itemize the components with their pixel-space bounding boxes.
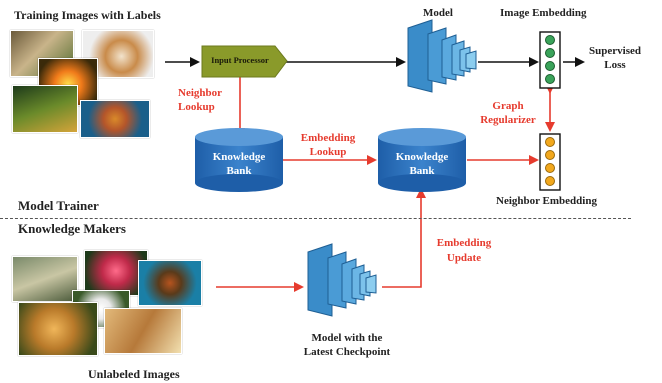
knowledge-makers-label: Knowledge Makers [18, 221, 126, 236]
graph-regularizer-line-1: Graph [492, 100, 524, 112]
embedding-lookup-line-2: Lookup [309, 146, 347, 158]
knowledge-bank-left-line-1: Knowledge [212, 151, 266, 163]
knowledge-bank-right-cylinder [378, 128, 466, 192]
latest-checkpoint-label: Model with the Latest Checkpoint [292, 331, 402, 359]
embedding-update-line-1: Embedding [436, 237, 492, 249]
training-images-title: Training Images with Labels [14, 8, 161, 22]
graph-regularizer-label: Graph Regularizer [470, 99, 546, 127]
embedding-lookup-line-1: Embedding [300, 132, 356, 144]
neighbor-lookup-label: Neighbor Lookup [178, 86, 222, 114]
latest-checkpoint-line-2: Latest Checkpoint [303, 346, 391, 358]
embedding-lookup-label: Embedding Lookup [288, 131, 368, 159]
neighbor-lookup-line-1: Neighbor [178, 87, 222, 99]
photo-forest [12, 85, 78, 133]
neighbor-lookup-line-2: Lookup [178, 101, 215, 113]
arrow-checkpoint-to-bank-right [382, 188, 426, 288]
input-processor-label: Input Processor [211, 55, 269, 65]
knowledge-bank-right: Knowledge Bank [378, 150, 466, 178]
photo-unlabeled-lion [18, 302, 98, 356]
section-divider [0, 218, 631, 219]
graph-regularizer-line-2: Regularizer [480, 114, 536, 126]
input-processor-shape [201, 45, 288, 78]
supervised-loss-line-1: Supervised [589, 45, 641, 57]
knowledge-bank-right-line-1: Knowledge [395, 151, 449, 163]
embedding-update-label: Embedding Update [428, 236, 500, 266]
embedding-update-line-2: Update [446, 252, 482, 264]
supervised-loss-label: Supervised Loss [584, 44, 646, 72]
photo-unlabeled-turtle [138, 260, 202, 306]
latest-checkpoint-line-1: Model with the [311, 332, 383, 344]
unlabeled-images-label: Unlabeled Images [88, 367, 180, 381]
supervised-loss-line-2: Loss [604, 59, 626, 71]
knowledge-bank-left-cylinder [195, 128, 283, 192]
photo-puppy [82, 30, 154, 78]
photo-turtle [80, 100, 150, 138]
photo-unlabeled-forest [12, 256, 78, 302]
image-embedding-vector [539, 31, 561, 89]
model-label: Model [423, 7, 453, 19]
image-embedding-label: Image Embedding [500, 7, 587, 19]
knowledge-bank-right-line-2: Bank [409, 165, 435, 177]
checkpoint-model-network-icon [307, 243, 377, 317]
model-trainer-label: Model Trainer [18, 198, 99, 213]
neighbor-embedding-vector [539, 133, 561, 191]
knowledge-bank-left: Knowledge Bank [195, 150, 283, 178]
knowledge-bank-left-line-2: Bank [226, 165, 252, 177]
model-network-icon [407, 19, 477, 93]
photo-unlabeled-cat [104, 308, 182, 354]
neighbor-embedding-label: Neighbor Embedding [496, 195, 597, 207]
